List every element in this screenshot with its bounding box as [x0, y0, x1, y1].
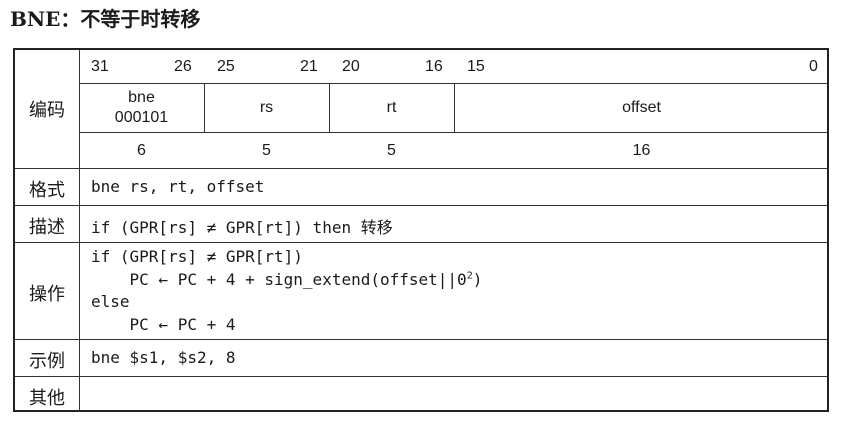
- description-cn: 转移: [360, 218, 393, 237]
- rule-fields-bottom: [79, 132, 829, 133]
- rule-field-divider-3: [454, 83, 455, 132]
- bit-31: 31: [91, 58, 109, 75]
- width-rt: 5: [387, 142, 396, 159]
- operation-line-4: PC ← PC + 4: [91, 315, 236, 334]
- rule-operation-bottom: [15, 339, 829, 340]
- bit-25: 25: [217, 58, 235, 75]
- description-text: if (GPR[rs] ≠ GPR[rt]) then 转移: [91, 214, 393, 238]
- bit-20: 20: [342, 58, 360, 75]
- operation-line-2: PC ← PC + 4 + sign_extend(offset||02): [91, 270, 483, 289]
- description-code: if (GPR[rs] ≠ GPR[rt]) then: [91, 218, 361, 237]
- rule-example-bottom: [15, 376, 829, 377]
- rule-field-divider-1: [204, 83, 205, 132]
- instruction-table: 编码 格式 描述 操作 示例 其他 31 26 25 21 20 16 15 0…: [13, 48, 829, 412]
- rule-label-column: [79, 50, 80, 412]
- field-rt: rt: [386, 99, 397, 116]
- example-label: 示例: [29, 351, 65, 372]
- format-text: bne rs, rt, offset: [91, 177, 265, 196]
- encoding-label: 编码: [29, 100, 65, 121]
- operation-line-1: if (GPR[rs] ≠ GPR[rt]): [91, 247, 303, 266]
- field-opcode: bne 000101: [79, 88, 204, 128]
- operation-line-2-sup: 2: [466, 270, 473, 282]
- example-text: bne $s1, $s2, 8: [91, 348, 236, 367]
- bit-16: 16: [425, 58, 443, 75]
- bit-26: 26: [174, 58, 192, 75]
- width-rs: 5: [262, 142, 271, 159]
- page-title: BNE：不等于时转移: [10, 7, 201, 31]
- operation-line-3: else: [91, 292, 130, 311]
- operation-line-2-close: ): [472, 270, 483, 289]
- rule-field-divider-2: [329, 83, 330, 132]
- format-label: 格式: [29, 180, 65, 201]
- field-offset: offset: [622, 99, 661, 116]
- description-label: 描述: [29, 217, 65, 238]
- field-rs: rs: [259, 99, 274, 116]
- bit-15: 15: [467, 58, 485, 75]
- width-opcode: 6: [137, 142, 146, 159]
- operation-label: 操作: [29, 284, 65, 305]
- bit-0: 0: [809, 58, 818, 75]
- opcode-name: bne: [128, 89, 155, 106]
- operation-line-2-main: PC ← PC + 4 + sign_extend(offset||0: [91, 270, 467, 289]
- bit-21: 21: [300, 58, 318, 75]
- opcode-bits: 000101: [114, 109, 169, 126]
- rule-description-bottom: [15, 242, 829, 243]
- other-label: 其他: [29, 388, 65, 409]
- rule-encoding-bottom: [15, 168, 829, 169]
- rule-format-bottom: [15, 205, 829, 206]
- width-offset: 16: [632, 142, 651, 159]
